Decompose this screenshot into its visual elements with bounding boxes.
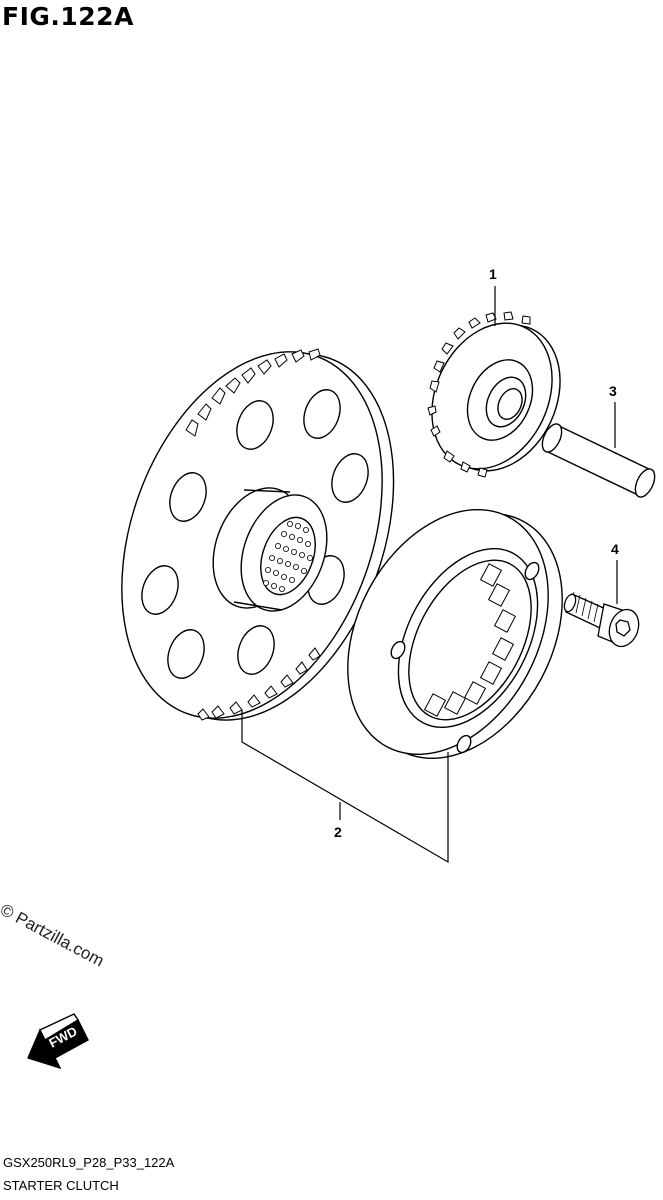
one-way-clutch[interactable] [308, 475, 603, 793]
callout-2: 2 [334, 824, 342, 840]
fwd-arrow: FWD [27, 1013, 89, 1070]
starter-idle-gear[interactable] [409, 303, 583, 490]
figure-name: STARTER CLUTCH [3, 1178, 119, 1193]
starter-driven-gear[interactable] [74, 315, 441, 755]
idle-gear-shaft[interactable] [538, 421, 658, 500]
bolt[interactable] [562, 591, 643, 651]
leader-lines [241, 286, 618, 864]
callout-4: 4 [611, 541, 619, 557]
figure-code: GSX250RL9_P28_P33_122A [3, 1155, 175, 1170]
callout-3: 3 [609, 383, 617, 399]
callout-1: 1 [489, 266, 497, 282]
figure-title: FIG.122A [2, 2, 134, 31]
